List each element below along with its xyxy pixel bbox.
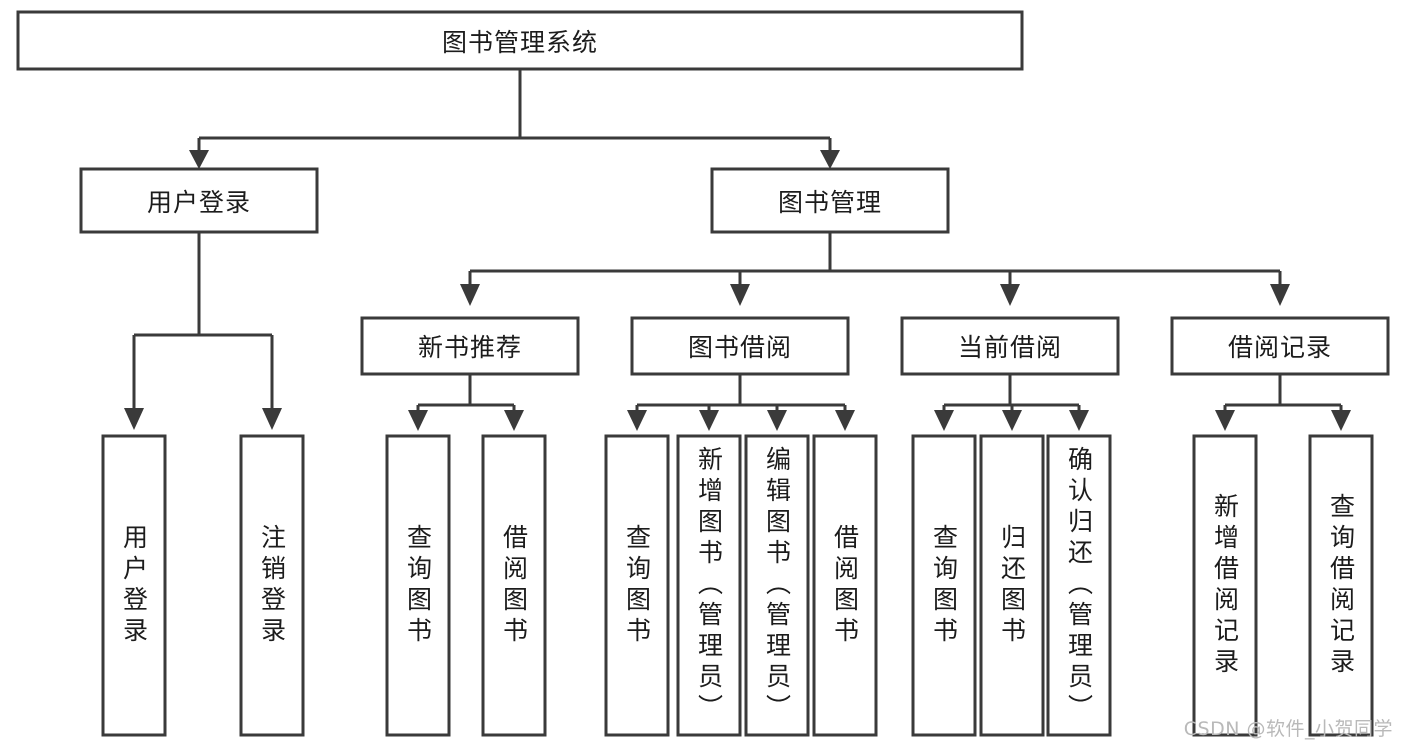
arrow-head-root-to-book-mgmt [820, 150, 840, 169]
node-box-leaf-12[interactable] [1308, 434, 1374, 737]
connector-group-user-login [124, 232, 282, 430]
arrow-head-current-to-leaf3 [1069, 410, 1089, 431]
connector-group-root [189, 69, 840, 169]
node-box-leaf-1[interactable] [239, 434, 305, 737]
arrow-head-userlogin-to-leaf2 [262, 408, 282, 430]
arrow-head-bookmgmt-to-newbook [460, 284, 480, 306]
arrow-head-record-to-leaf1 [1215, 410, 1235, 431]
arrow-head-borrow-to-leaf3 [767, 410, 787, 431]
connector-group-record [1215, 374, 1351, 431]
node-box-borrow-record[interactable] [1170, 316, 1390, 376]
connector-group-newbook [408, 374, 524, 431]
node-box-leaf-9[interactable] [979, 434, 1045, 737]
node-box-leaf-3[interactable] [481, 434, 547, 737]
connector-group-borrow [627, 374, 855, 431]
node-box-leaf-5[interactable] [676, 434, 742, 737]
node-box-leaf-11[interactable] [1192, 434, 1258, 737]
node-box-current-borrow[interactable] [900, 316, 1120, 376]
arrow-head-newbook-to-leaf2 [504, 410, 524, 431]
arrow-head-borrow-to-leaf4 [835, 410, 855, 431]
arrow-head-bookmgmt-to-current [1000, 284, 1020, 306]
node-box-leaf-2[interactable] [385, 434, 451, 737]
node-box-book-borrow[interactable] [630, 316, 850, 376]
node-box-user-login[interactable] [79, 167, 319, 234]
arrow-head-userlogin-to-leaf1 [124, 408, 144, 430]
node-box-leaf-6[interactable] [744, 434, 810, 737]
arrow-head-current-to-leaf1 [934, 410, 954, 431]
arrow-head-borrow-to-leaf1 [627, 410, 647, 431]
node-box-leaf-4[interactable] [604, 434, 670, 737]
connector-group-book-mgmt [460, 232, 1290, 306]
node-box-root[interactable] [16, 10, 1024, 71]
node-box-leaf-10[interactable] [1046, 434, 1112, 737]
node-box-leaf-8[interactable] [911, 434, 977, 737]
node-box-book-management[interactable] [710, 167, 950, 234]
node-box-leaf-7[interactable] [812, 434, 878, 737]
arrow-head-root-to-user-login [189, 150, 209, 169]
arrow-head-current-to-leaf2 [1002, 410, 1022, 431]
arrow-head-bookmgmt-to-borrow [730, 284, 750, 306]
arrow-head-record-to-leaf2 [1331, 410, 1351, 431]
node-box-leaf-0[interactable] [101, 434, 167, 737]
csdn-watermark: CSDN @软件_小贺同学 [1183, 718, 1393, 740]
connector-group-current [934, 374, 1089, 431]
arrow-head-bookmgmt-to-record [1270, 284, 1290, 306]
node-box-new-book-recommend[interactable] [360, 316, 580, 376]
arrow-head-newbook-to-leaf1 [408, 410, 428, 431]
arrow-head-borrow-to-leaf2 [699, 410, 719, 431]
